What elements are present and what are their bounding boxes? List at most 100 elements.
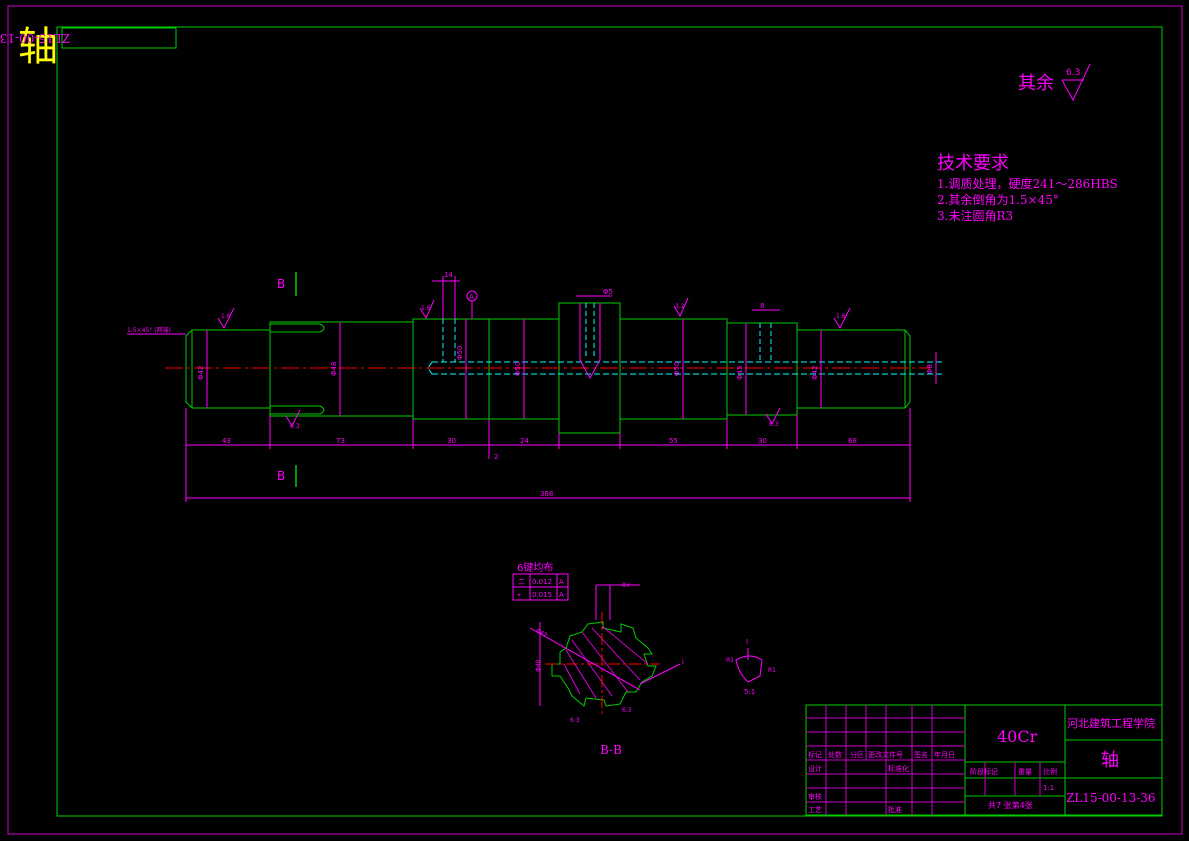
hole-dia: Φ5 bbox=[603, 288, 613, 296]
section-label: B-B bbox=[600, 743, 622, 757]
tolerance-frame bbox=[512, 573, 569, 601]
len-2: 73 bbox=[336, 437, 345, 445]
outer-frame bbox=[7, 5, 1183, 835]
code-box bbox=[61, 27, 177, 49]
tech-item-1: 1.调质处理，硬度241～286HBS bbox=[937, 176, 1118, 191]
tb-label-5: 签名 bbox=[914, 750, 928, 759]
tb-label-11: 批准 bbox=[888, 805, 902, 814]
dia-label-3: Φ50 bbox=[456, 346, 464, 360]
tb-label-9: 审核 bbox=[808, 792, 822, 801]
tol-val-1: 0.012 bbox=[532, 578, 552, 586]
tb-label-6: 年月日 bbox=[934, 750, 955, 759]
dia-label-5: Φ50 bbox=[673, 362, 681, 376]
tb-label-10: 工艺 bbox=[808, 806, 822, 814]
section-view bbox=[529, 584, 681, 715]
tb-label-7: 设计 bbox=[808, 764, 822, 773]
tb-label-8: 标准化 bbox=[888, 764, 909, 773]
detail-radius-2: R1 bbox=[768, 667, 776, 674]
dia-label-4: Φ50 bbox=[514, 362, 522, 376]
tech-item-2: 2.其余倒角为1.5×45° bbox=[937, 192, 1059, 207]
detail-view bbox=[735, 648, 763, 683]
len-1: 43 bbox=[222, 437, 231, 445]
tol-val-2: 0.015 bbox=[532, 591, 552, 599]
callout-4: 6.3 bbox=[570, 717, 580, 724]
radial-holes bbox=[442, 319, 772, 362]
tb-label-12: 阶段标记 bbox=[970, 767, 998, 776]
len-6: 30 bbox=[758, 437, 767, 445]
drawing-code-top: ZL15-00-13-36 bbox=[0, 31, 70, 45]
oil-hole bbox=[579, 303, 601, 380]
dia-label-8: Φ8 bbox=[926, 364, 934, 374]
dia-label-7: Φ42 bbox=[811, 366, 819, 380]
section-mark-top: B bbox=[277, 277, 285, 291]
len-4: 24 bbox=[520, 437, 529, 445]
diameter-dim-lines bbox=[206, 319, 937, 419]
dia-label-1: Φ42 bbox=[197, 366, 205, 380]
ra-2: 6.3 bbox=[290, 423, 300, 430]
detail-label: I bbox=[746, 638, 748, 646]
tb-code: ZL15-00-13-36 bbox=[1066, 791, 1156, 805]
tol-ref-2: A bbox=[559, 591, 564, 599]
tb-label-14: 比例 bbox=[1043, 767, 1057, 776]
center-hole bbox=[427, 361, 945, 375]
tol-ref-1: A bbox=[559, 578, 564, 586]
diameter-labels: Φ42 Φ48 Φ50 Φ50 Φ50 Φ45 Φ42 Φ8 bbox=[197, 346, 934, 380]
tol-sym-2: ⌖ bbox=[517, 591, 521, 599]
key-width-1: 14 bbox=[444, 271, 453, 279]
ra-6: 1.6 bbox=[836, 313, 846, 320]
callout-6: I bbox=[682, 659, 684, 666]
length-dim-lines bbox=[185, 408, 911, 502]
chamfer-note: 1.5×45° (两端) bbox=[127, 326, 171, 334]
section-mark-bottom: B bbox=[277, 469, 285, 483]
detail-radius-1: R1 bbox=[726, 657, 734, 664]
section-hatch bbox=[563, 625, 649, 699]
tb-part-name: 轴 bbox=[1101, 750, 1119, 771]
section-note: 6键均布 bbox=[517, 561, 553, 574]
tb-label-13: 重量 bbox=[1018, 768, 1032, 776]
callout-1: 8× bbox=[622, 582, 631, 589]
tb-scale: 1:1 bbox=[1043, 784, 1054, 792]
tech-heading: 技术要求 bbox=[937, 153, 1009, 174]
title-block bbox=[805, 704, 1163, 816]
roughness-label: 其余 bbox=[1018, 73, 1054, 94]
len-step: 2 bbox=[494, 453, 498, 461]
tb-label-3: 分区 bbox=[850, 750, 864, 759]
datum-label: A bbox=[469, 293, 474, 301]
shaft-roughness-marks bbox=[217, 297, 851, 428]
callout-2: Φ42 bbox=[534, 627, 548, 639]
len-7: 68 bbox=[848, 437, 857, 445]
tb-label-2: 处数 bbox=[828, 750, 842, 759]
tb-sheet: 共7 张第4张 bbox=[988, 800, 1033, 810]
roughness-symbol bbox=[1061, 63, 1091, 102]
ra-1: 1.6 bbox=[221, 313, 231, 320]
len-5: 55 bbox=[669, 437, 678, 445]
len-3: 30 bbox=[447, 437, 456, 445]
dia-label-2: Φ48 bbox=[330, 362, 338, 376]
roughness-value: 6.3 bbox=[1066, 68, 1080, 78]
ra-4: 3.2 bbox=[675, 303, 685, 310]
callout-3: Φ48 bbox=[535, 659, 542, 672]
dia-label-6: Φ45 bbox=[736, 366, 744, 380]
tb-school: 河北建筑工程学院 bbox=[1067, 716, 1155, 730]
callout-5: 6.3 bbox=[622, 707, 632, 714]
tb-label-1: 标记 bbox=[808, 750, 822, 759]
oil-hole-inner bbox=[585, 303, 595, 358]
tb-label-4: 更改文件号 bbox=[868, 750, 903, 759]
section-callouts: 8× Φ42 Φ48 6.3 6.3 I bbox=[534, 582, 684, 724]
corner-title: 轴 bbox=[18, 24, 58, 70]
tb-labels: 标记 处数 分区 更改文件号 签名 年月日 设计 标准化 审核 工艺 批准 阶段… bbox=[808, 750, 1057, 814]
tolerance-values: 二 0.012 A ⌖ 0.015 A bbox=[517, 578, 564, 599]
roughness-values: 1.6 6.3 1.6 3.2 6.3 1.6 bbox=[221, 303, 846, 430]
ra-5: 6.3 bbox=[769, 421, 779, 428]
key-width-2: 8 bbox=[760, 302, 764, 310]
key-width-dims bbox=[432, 276, 780, 319]
detail-scale: 5:1 bbox=[744, 688, 755, 696]
inner-frame bbox=[56, 26, 1163, 817]
ra-3: 1.6 bbox=[421, 305, 431, 312]
tech-item-3: 3.未注圆角R3 bbox=[937, 208, 1013, 223]
len-total: 368 bbox=[540, 490, 553, 498]
tb-material: 40Cr bbox=[997, 727, 1038, 746]
tol-sym-1: 二 bbox=[518, 578, 525, 586]
length-labels: 43 73 30 24 55 30 68 2 368 bbox=[222, 437, 857, 498]
